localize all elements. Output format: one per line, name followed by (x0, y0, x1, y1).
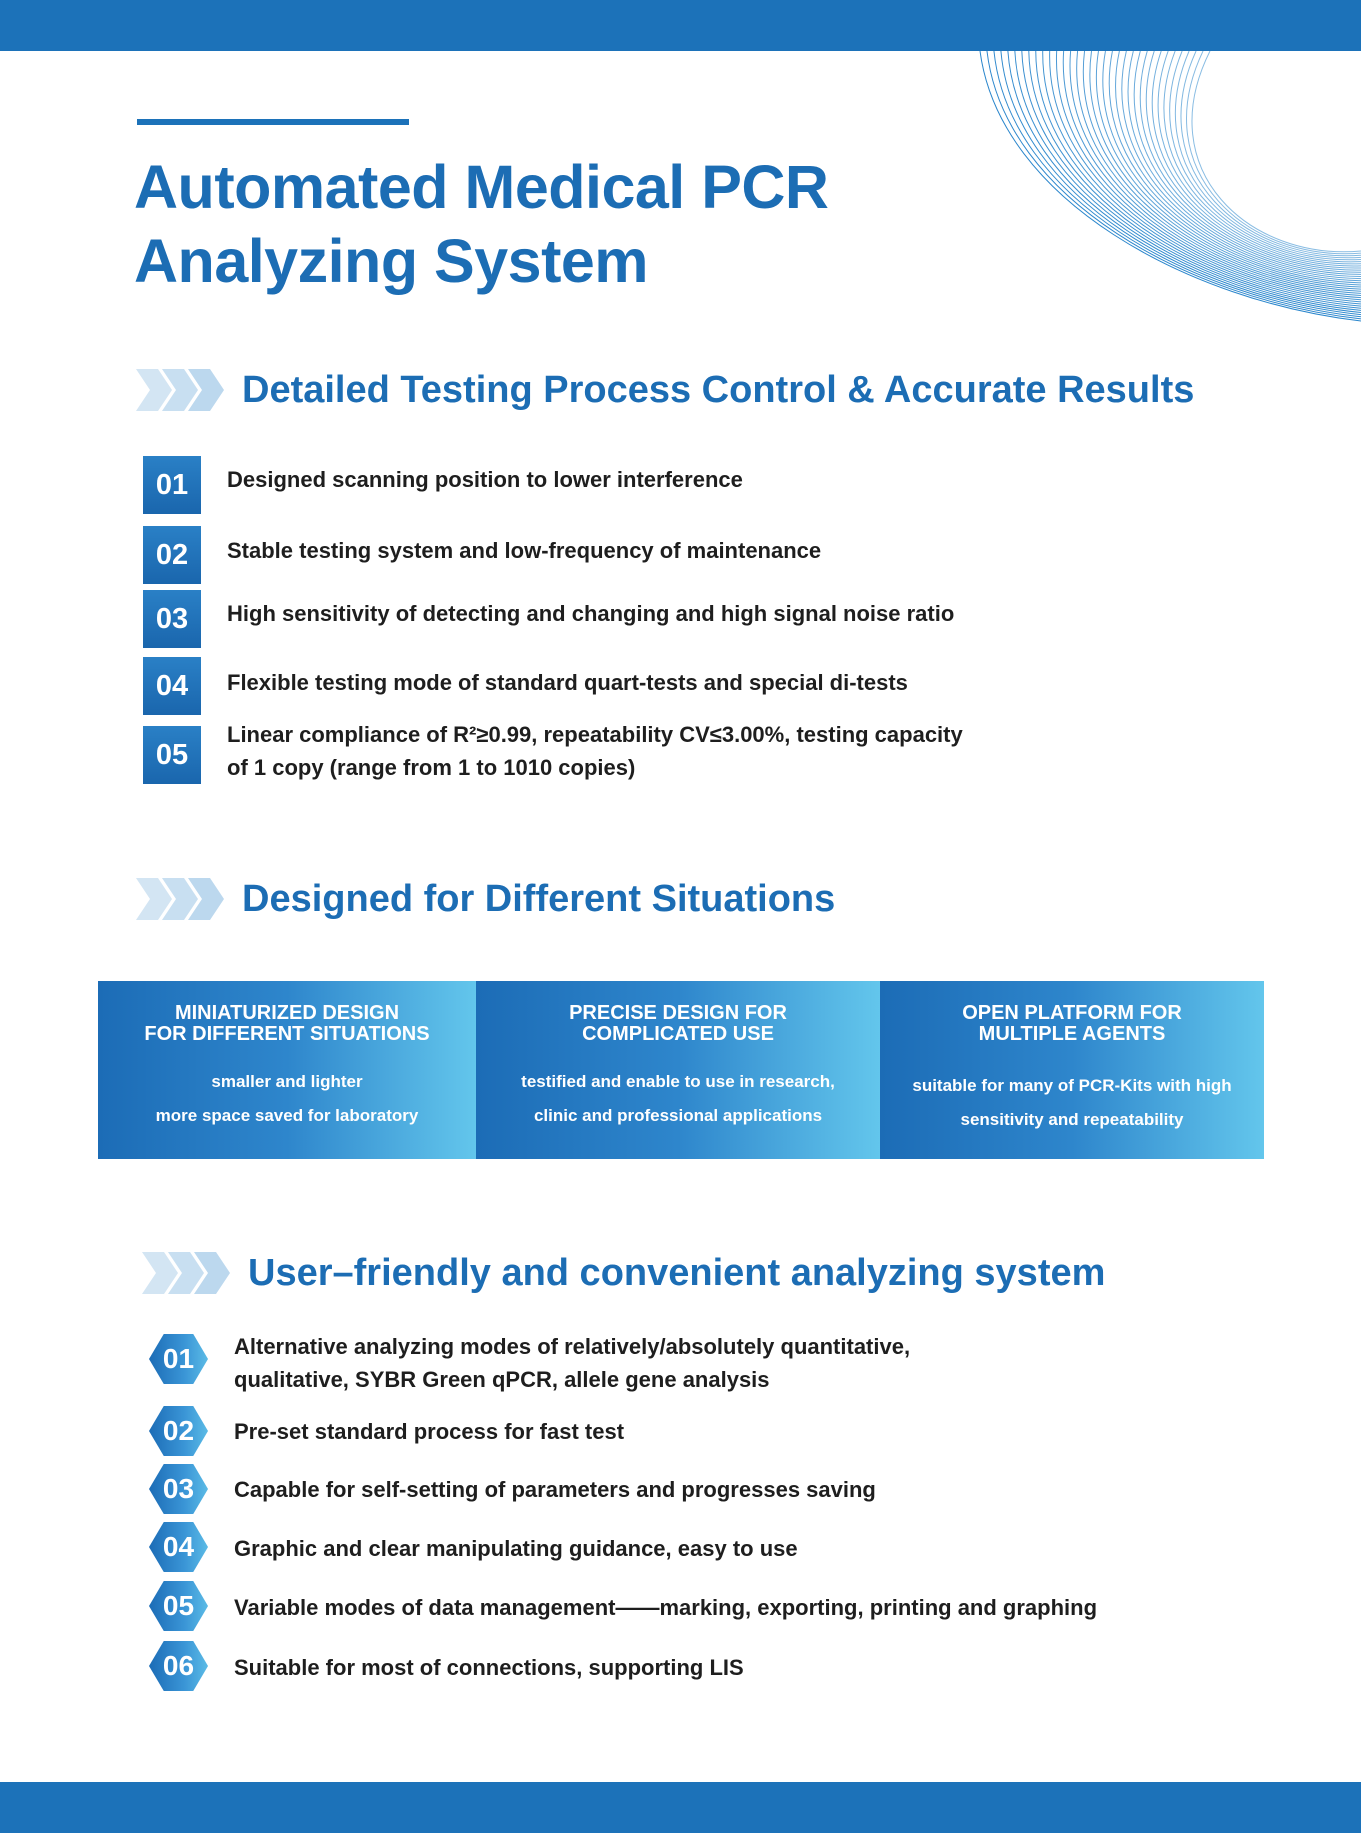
wave-line (1180, 51, 1361, 257)
wave-line (1151, 51, 1361, 267)
system-item-03: Capable for self-setting of parameters a… (234, 1477, 876, 1502)
panel-2-title: PRECISE DESIGN FOR COMPLICATED USE (476, 1003, 880, 1045)
system-item-05: Variable modes of data management——marki… (234, 1595, 1098, 1620)
wave-line (1175, 51, 1361, 259)
situation-panels: MINIATURIZED DESIGN FOR DIFFERENT SITUAT… (98, 981, 1264, 1159)
wave-line (979, 51, 1361, 322)
page-title-line-1: Automated Medical PCR (134, 153, 829, 221)
section-2-title: Designed for Different Situations (242, 877, 836, 920)
system-item-06: Suitable for most of connections, suppor… (234, 1655, 744, 1680)
title-accent-rule (137, 119, 409, 125)
wave-line (1062, 51, 1361, 297)
section-3-header: User–friendly and convenient analyzing s… (136, 1248, 1105, 1298)
hex-badge-05: 05 (149, 1581, 208, 1631)
panel-3-title-line-2: MULTIPLE AGENTS (978, 1023, 1166, 1045)
panel-2-body-line-2: clinic and professional applications (533, 1106, 823, 1125)
wave-line (1082, 51, 1361, 290)
feature-item-02: Stable testing system and low-frequency … (227, 538, 822, 563)
wave-line (1102, 51, 1361, 284)
panel-3-title: OPEN PLATFORM FOR MULTIPLE AGENTS (880, 1003, 1264, 1045)
feature-item-05: Linear compliance of R²≥0.99, repeatabil… (227, 718, 1107, 784)
wave-line (1035, 51, 1361, 305)
wave-line (1028, 51, 1361, 307)
wave-line (1157, 51, 1361, 265)
section-1-header: Detailed Testing Process Control & Accur… (136, 365, 1194, 415)
panel-1-title: MINIATURIZED DESIGN FOR DIFFERENT SITUAT… (98, 1003, 476, 1045)
section-2-header: Designed for Different Situations (136, 874, 835, 924)
hex-badge-02: 02 (149, 1406, 208, 1456)
panel-3-body-line-2: sensitivity and repeatability (960, 1110, 1184, 1129)
decorative-wave-lines (979, 51, 1361, 322)
wave-line (1014, 51, 1361, 311)
wave-line (1115, 51, 1361, 280)
panel-precise-design: PRECISE DESIGN FOR COMPLICATED USE testi… (476, 981, 880, 1159)
wave-line (1108, 51, 1361, 282)
wave-line (1049, 51, 1361, 301)
chevron-arrows-icon (136, 878, 224, 920)
hex-badge-04: 04 (149, 1522, 208, 1572)
panel-2-title-line-1: PRECISE DESIGN FOR (569, 1002, 787, 1024)
wave-line (1145, 51, 1361, 269)
wave-line (1021, 51, 1361, 309)
panel-open-platform: OPEN PLATFORM FOR MULTIPLE AGENTS suitab… (880, 981, 1264, 1159)
section-1-title: Detailed Testing Process Control & Accur… (242, 368, 1195, 411)
hex-badge-06: 06 (149, 1641, 208, 1691)
feature-item-05-line-2: of 1 copy (range from 1 to 1010 copies) (227, 755, 636, 780)
feature-item-05-line-1: Linear compliance of R²≥0.99, repeatabil… (227, 722, 963, 747)
feature-item-03: High sensitivity of detecting and changi… (227, 601, 955, 626)
section-3-title: User–friendly and convenient analyzing s… (248, 1251, 1106, 1294)
wave-line (1096, 51, 1361, 286)
wave-line (1069, 51, 1361, 294)
panel-2-body: testified and enable to use in research,… (476, 1065, 880, 1133)
number-badge-04: 04 (143, 657, 201, 715)
system-item-02: Pre-set standard process for fast test (234, 1419, 625, 1444)
page-title-line-2: Analyzing System (134, 227, 649, 295)
wave-line (1121, 51, 1361, 277)
panel-miniaturized-design: MINIATURIZED DESIGN FOR DIFFERENT SITUAT… (98, 981, 476, 1159)
panel-1-title-line-2: FOR DIFFERENT SITUATIONS (144, 1023, 430, 1045)
number-badge-05: 05 (143, 726, 201, 784)
hex-badge-03: 03 (149, 1464, 208, 1514)
system-item-01: Alternative analyzing modes of relativel… (234, 1330, 1234, 1396)
bottom-banner-bar (0, 1782, 1361, 1833)
page-title: Automated Medical PCR Analyzing System (134, 150, 829, 298)
wave-line (1007, 51, 1361, 314)
panel-3-title-line-1: OPEN PLATFORM FOR (962, 1002, 1182, 1024)
wave-line (1056, 51, 1361, 299)
panel-2-title-line-2: COMPLICATED USE (582, 1023, 774, 1045)
panel-2-body-line-1: testified and enable to use in research, (521, 1072, 835, 1091)
panel-1-title-line-1: MINIATURIZED DESIGN (174, 1002, 400, 1024)
panel-1-body: smaller and lighter more space saved for… (98, 1065, 476, 1133)
feature-item-01: Designed scanning position to lower inte… (227, 467, 743, 492)
wave-line (1191, 51, 1361, 253)
panel-3-body: suitable for many of PCR-Kits with high … (880, 1069, 1264, 1137)
wave-line (1089, 51, 1361, 288)
hex-badge-01: 01 (149, 1334, 208, 1384)
wave-line (1076, 51, 1361, 292)
panel-1-body-line-1: smaller and lighter (211, 1072, 363, 1091)
system-item-01-line-1: Alternative analyzing modes of relativel… (234, 1334, 911, 1359)
wave-line (1186, 51, 1361, 255)
wave-line (1133, 51, 1361, 273)
system-item-04: Graphic and clear manipulating guidance,… (234, 1536, 798, 1561)
wave-line (1169, 51, 1361, 261)
wave-line (1139, 51, 1361, 271)
wave-line (1042, 51, 1361, 303)
panel-3-body-line-1: suitable for many of PCR-Kits with high (912, 1076, 1232, 1095)
chevron-arrows-icon (142, 1252, 230, 1294)
wave-line (1163, 51, 1361, 263)
number-badge-01: 01 (143, 456, 201, 514)
number-badge-02: 02 (143, 526, 201, 584)
system-item-01-line-2: qualitative, SYBR Green qPCR, allele gen… (234, 1367, 770, 1392)
wave-line (1000, 51, 1361, 316)
feature-item-04: Flexible testing mode of standard quart-… (227, 670, 908, 695)
wave-line (1127, 51, 1361, 275)
number-badge-03: 03 (143, 590, 201, 648)
top-banner-bar (0, 0, 1361, 51)
chevron-arrows-icon (136, 369, 224, 411)
wave-line (986, 51, 1361, 320)
wave-line (993, 51, 1361, 318)
panel-1-body-line-2: more space saved for laboratory (155, 1106, 419, 1125)
